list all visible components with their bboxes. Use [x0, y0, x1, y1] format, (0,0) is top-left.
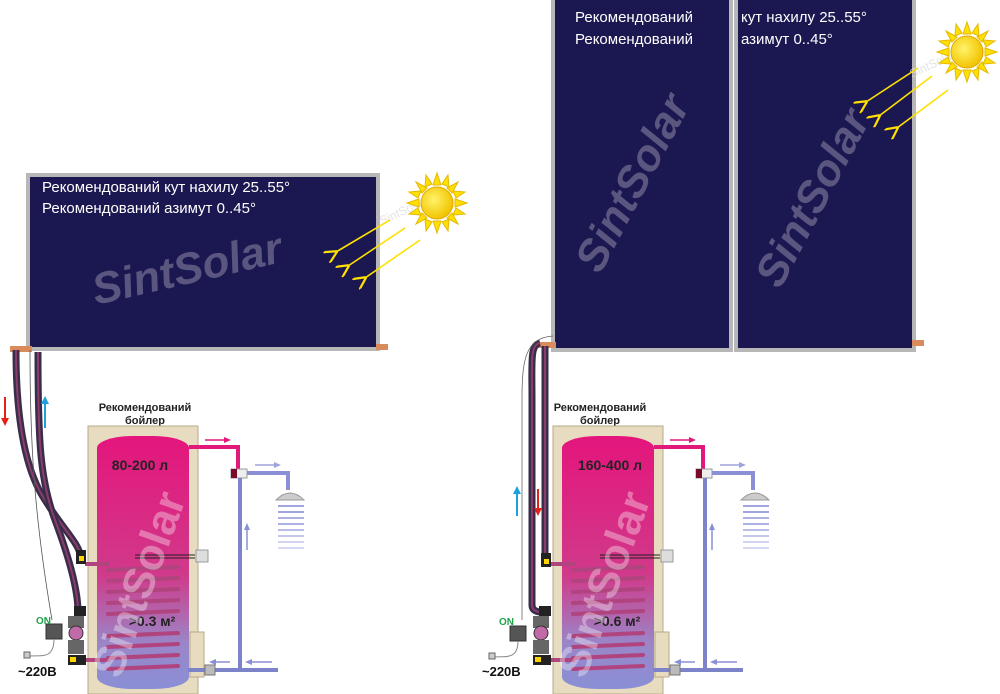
flow-down-arrow-icon — [534, 489, 542, 516]
shower-water-icon — [743, 505, 769, 549]
collector-fitting — [10, 346, 32, 352]
cold-flow-arrow-icon — [244, 523, 250, 550]
hot-water-pipe — [654, 445, 705, 470]
right-system: Рекомендований Рекомендований кут нахилу… — [482, 0, 998, 694]
mixed-water-pipe — [712, 471, 755, 490]
sun-rays-icon — [336, 219, 421, 278]
boiler-label: бойлер — [125, 415, 165, 427]
boiler-tank — [97, 436, 189, 689]
mixed-water-pipe — [247, 471, 290, 490]
flow-up-arrow-icon — [41, 396, 49, 428]
boiler-label: бойлер — [580, 415, 620, 427]
heater-flange — [654, 631, 670, 678]
boiler-volume: 160-400 л — [578, 457, 642, 473]
thermostat — [195, 549, 209, 563]
collector-fitting — [538, 342, 556, 348]
shower-water-icon — [278, 505, 304, 549]
collector-fitting — [912, 340, 924, 346]
pump-group — [68, 550, 86, 665]
hot-water-pipe — [189, 445, 240, 470]
inlet-valve — [204, 664, 216, 676]
boiler-tank — [562, 436, 654, 689]
coil-area: >0.3 м² — [129, 613, 176, 629]
supply-voltage: ~220В — [18, 664, 57, 679]
plug-icon — [23, 651, 31, 659]
supply-voltage: ~220В — [482, 664, 521, 679]
heat-exchanger-coil — [106, 565, 180, 671]
flow-up-arrow-icon — [513, 486, 521, 516]
sun-icon — [406, 172, 468, 234]
cold-water-pipe — [188, 478, 278, 672]
solar-hoses — [12, 349, 84, 621]
boiler-label: Рекомендований — [554, 402, 647, 414]
boiler-volume: 80-200 л — [112, 457, 168, 473]
hot-flow-arrow-icon — [205, 437, 231, 443]
cold-inlet-arrow-icon — [674, 659, 737, 665]
azimuth-recommendation: Рекомендований азимут 0..45° — [42, 200, 256, 217]
boiler-label: Рекомендований — [99, 402, 192, 414]
shower-head-icon — [274, 492, 306, 501]
cold-flow-arrow-icon — [709, 523, 715, 550]
left-system: Рекомендований кут нахилу 25..55° Рекоме… — [1, 172, 468, 694]
inlet-valve — [669, 664, 681, 676]
power-cable — [29, 638, 55, 657]
collector-fitting — [376, 344, 388, 350]
power-cable — [494, 640, 519, 658]
shower-head-icon — [739, 492, 771, 501]
thermostat — [660, 549, 674, 563]
heater-flange — [189, 631, 205, 678]
tilt-recommendation: Рекомендований кут нахилу 25..55° — [42, 179, 290, 196]
controller-state: ON — [36, 616, 51, 627]
plug-icon — [488, 652, 496, 660]
solar-collector-2 — [738, 0, 912, 348]
solar-collector — [30, 177, 376, 347]
hot-flow-arrow-icon — [670, 437, 696, 443]
controller-box[interactable] — [509, 625, 527, 642]
controller-state: ON — [499, 617, 514, 628]
cold-inlet-arrow-icon — [209, 659, 272, 665]
azimuth-recommendation: Рекомендований — [575, 31, 693, 48]
mixed-flow-arrow-icon — [255, 462, 281, 468]
coil-area: >0.6 м² — [594, 613, 641, 629]
sun-icon — [936, 21, 998, 83]
solar-hoses — [521, 335, 554, 620]
solar-collector-1 — [555, 0, 729, 348]
pump-group — [533, 553, 551, 665]
mixed-flow-arrow-icon — [720, 462, 746, 468]
azimuth-recommendation-value: азимут 0..45° — [741, 31, 833, 48]
tilt-recommendation-value: кут нахилу 25..55° — [741, 9, 867, 26]
cold-water-pipe — [653, 478, 743, 672]
sun-rays-icon — [866, 67, 949, 128]
heat-exchanger-coil — [571, 565, 645, 671]
tilt-recommendation: Рекомендований — [575, 9, 693, 26]
flow-down-arrow-icon — [1, 397, 9, 426]
